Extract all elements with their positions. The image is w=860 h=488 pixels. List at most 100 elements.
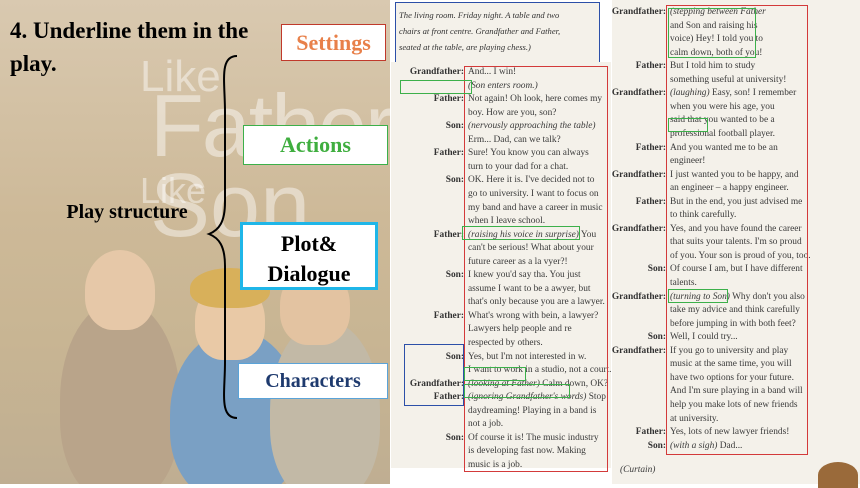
dialogue-line: boy. How are you, son? [468,107,557,118]
dialogue-line: And I'm sure playing in a band will [670,386,803,397]
dialogue-line: But in the end, you just advised me [670,196,803,207]
father-figure [270,320,380,484]
dialogue-line: said that you wanted to be a [670,115,775,126]
dialogue-line: at university. [670,413,719,424]
speaker-label: Father: [635,427,666,438]
dialogue-line: Yes, and you have found the career [670,223,802,234]
speaker-label: Grandfather: [409,378,464,389]
dialogue-line: Not again! Oh look, here comes my [468,94,603,105]
dialogue-line: voice) Hey! I told you to [670,34,763,45]
dialogue-line: turn to your dad for a chat. [468,161,569,172]
curtain-line: (Curtain) [620,465,656,475]
speaker-label: Son: [647,264,666,275]
category-characters: Characters [238,363,388,399]
speaker-label: Son: [445,351,464,362]
dialogue-line: help you make lots of new friends [670,399,798,410]
speaker-label: Grandfather: [611,291,666,302]
action-highlight [464,367,526,381]
speaker-label: Son: [445,121,464,132]
dialogue-line: not a job. [468,419,504,430]
speaker-label: Son: [647,332,666,343]
dialogue-line: (nervously approaching the table) [468,121,596,132]
dialogue-line: engineer! [670,156,706,167]
dialogue-line: (turning to Son) Why don't you also [670,291,805,302]
dialogue-line: daydreaming! Playing in a band is [468,405,597,416]
dialogue-line: (raising his voice in surprise) You [468,229,597,240]
dialogue-line: Of course I am, but I have different [670,264,803,275]
speaker-label: Son: [647,440,666,451]
task-title: 4. Underline them in the play. [10,18,249,76]
action-highlight [668,8,756,58]
speaker-label: Father: [433,229,464,240]
dialogue-line: If you go to university and play [670,345,789,356]
curly-brace-icon [206,55,238,419]
script-page-left: Grandfather: And... I win! (Son enters roo… [391,62,612,470]
speaker-label: Father: [433,310,464,321]
dialogue-line: Of course it is! The music industry [468,432,599,443]
script-page-right: Grandfather: (stepping between Father and … [612,0,860,484]
dialogue-line: professional football player. [670,128,775,139]
dialogue-line: OK. Here it is. I've decided not to [468,175,595,186]
dialogue-line: (stepping between Father [670,7,766,17]
category-plot-dialogue: Plot& Dialogue [240,222,378,290]
speaker-label: Father: [433,392,464,403]
setting-line: chairs at front centre. Grandfather and … [399,26,561,36]
dialogue-line: talents. [670,278,697,288]
speaker-label: Grandfather: [611,169,666,180]
dialogue-line: music is a job. [468,459,523,470]
dialogue-line: future career as a la vyer?! [468,256,568,267]
dialogue-line: my band and have a career in music [468,202,603,213]
dialogue-line: take my advice and think carefully [670,305,800,316]
dialogue-line: Yes, lots of new lawyer friends! [670,427,790,438]
dialogue-line: (with a sigh) Dad... [670,440,743,451]
dialogue-line: when you were his age, you [670,101,775,112]
dialogue-line: go to university. I want to focus on [468,188,599,199]
category-settings: Settings [281,24,386,61]
play-structure-label: Play structure [66,201,188,223]
dialogue-line: But I told him to study [670,61,756,72]
speaker-label: Son: [445,270,464,281]
speaker-label: Father: [433,148,464,159]
dialogue-line: is developing fast now. Making [468,446,586,457]
dialogue-line: can't be serious! What about your [468,243,594,254]
speaker-label: Son: [445,432,464,443]
speaker-label: Father: [635,142,666,153]
dialogue-line: assume I want to be a awyer, but [468,283,591,294]
action-highlight [462,226,580,240]
grandfather-head [85,250,155,330]
dialogue-line: music at the same time, you will [670,359,792,370]
dialogue-line: I want to work in a studio, not a court. [468,365,612,376]
dialogue-line: Lawyers help people and re [468,324,572,335]
dialogue-line: of you. Your son is proud of you, too. [670,250,811,261]
dialogue-line: and Son and raising his [670,20,758,31]
dialogue-line: an engineer – a happy engineer. [670,183,789,194]
decorative-blob [818,462,858,488]
speaker-label: Father: [635,196,666,207]
illustration-word: Like [140,170,207,211]
dialogue-line: (Son enters room.) [468,80,538,91]
dialogue-line: And... I win! [468,67,517,77]
category-actions: Actions [243,125,388,165]
speaker-label: Grandfather: [611,345,666,356]
dialogue-line: Erm... Dad, can we talk? [468,134,561,145]
action-highlight [668,289,728,303]
speaker-label: Grandfather: [611,223,666,234]
action-highlight [400,80,472,94]
dialogue-line: calm down, both of you! [670,47,763,58]
dialogue-line: respected by others. [468,338,543,348]
dialogue-line: Sure! You know you can always [468,148,589,159]
speaker-label: Father: [635,61,666,72]
dialogue-highlight-left [464,66,608,472]
dialogue-line: something useful at university! [670,74,787,85]
grandfather-figure [60,300,180,484]
dialogue-line: I knew you'd say tha. You just [468,270,581,281]
dialogue-line: Yes, but I'm not interested in w. [468,351,587,362]
speaker-label: Son: [445,175,464,186]
dialogue-line: What's wrong with bein, a lawyer? [468,310,599,321]
dialogue-line: (looking at Father) Calm down, OK? [468,378,609,389]
dialogue-line: have two options for your future. [670,372,794,383]
dialogue-line: before jumping in with both feet? [670,318,796,329]
speaker-label: Grandfather: [409,67,464,77]
dialogue-line: that's only because you are a lawyer. [468,297,605,308]
dialogue-line: when I leave school. [468,216,546,227]
